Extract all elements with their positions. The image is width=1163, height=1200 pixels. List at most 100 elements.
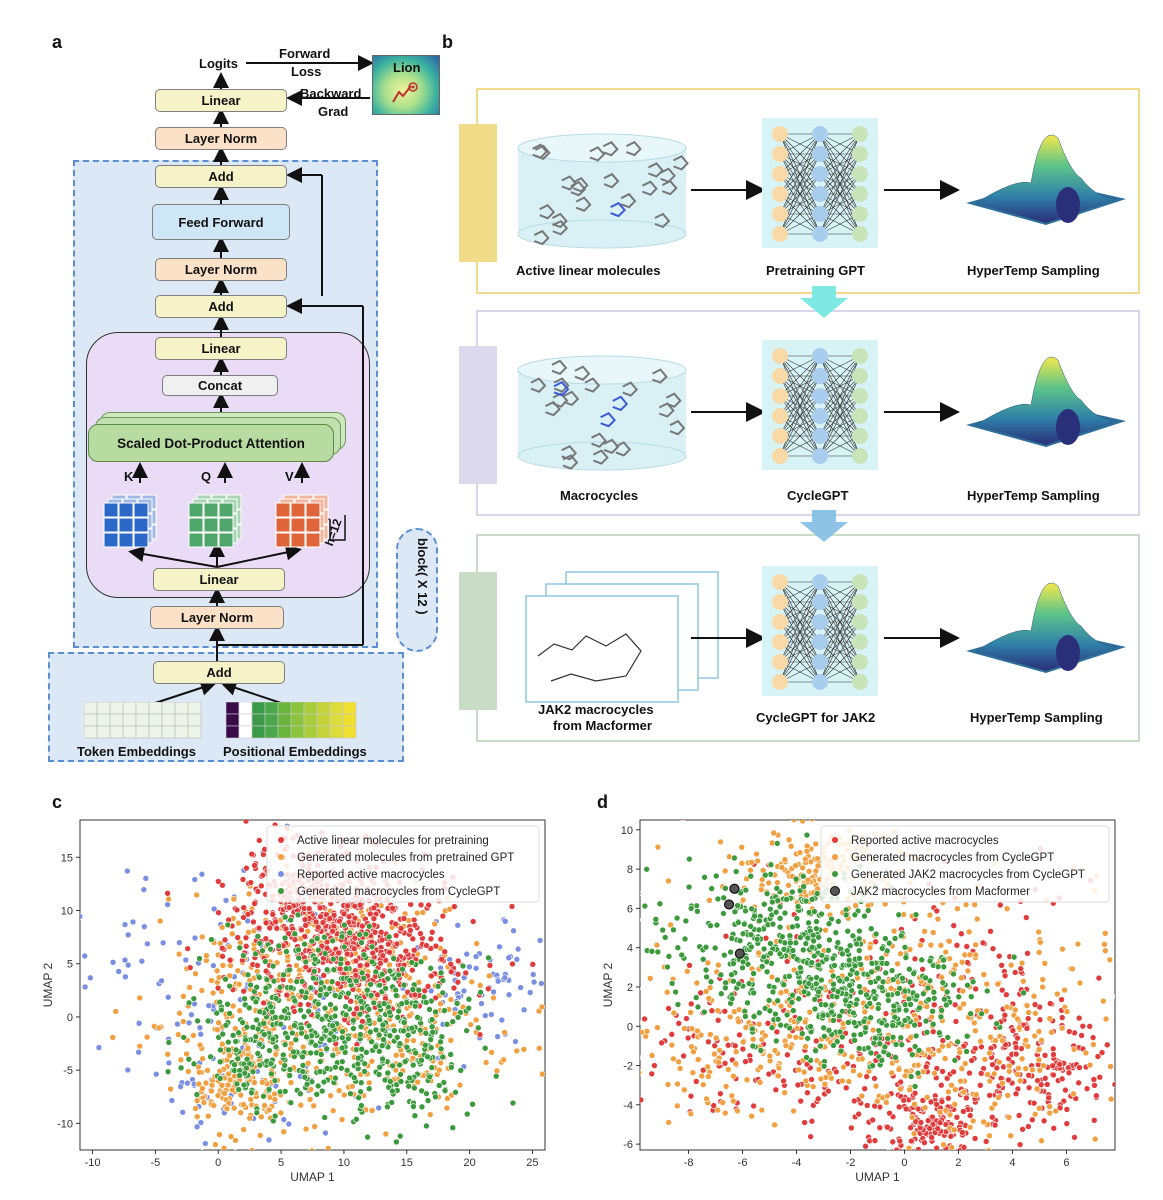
- scatter-point: [658, 1039, 665, 1047]
- scatter-point: [943, 988, 951, 996]
- scatter-point: [956, 1049, 964, 1056]
- grid-cell: [203, 502, 219, 518]
- scatter-point: [772, 1010, 779, 1018]
- scatter-point: [789, 888, 796, 896]
- scatter-point: [1003, 1003, 1011, 1011]
- network-node: [772, 674, 788, 690]
- positional-cell: [316, 713, 331, 727]
- molecule-fragment: [553, 377, 570, 393]
- scatter-point: [878, 945, 886, 952]
- add-mid-box: Add: [155, 295, 287, 318]
- scatter-point: [447, 996, 455, 1003]
- scatter-point: [404, 1031, 412, 1039]
- scatter-point: [843, 975, 851, 983]
- scatter-point: [414, 1014, 421, 1021]
- scatter-point: [651, 1062, 658, 1069]
- grid-cell: [218, 502, 234, 518]
- scatter-point: [326, 915, 334, 922]
- scatter-point: [501, 974, 509, 982]
- scatter-point: [799, 872, 807, 880]
- scatter-point: [1025, 1123, 1032, 1130]
- scatter-point: [240, 952, 247, 959]
- surface-peak: [975, 356, 1117, 446]
- scatter-point: [1012, 1044, 1020, 1051]
- scatter-point: [405, 1082, 413, 1090]
- network-node: [812, 146, 828, 162]
- scatter-point: [910, 970, 917, 977]
- scatter-point: [682, 917, 690, 925]
- scatter-point: [386, 1008, 393, 1016]
- scatter-point: [472, 1016, 480, 1024]
- scatter-point: [795, 995, 803, 1003]
- scatter-point: [750, 989, 757, 997]
- scatter-point: [935, 1047, 943, 1054]
- scatter-point: [392, 986, 399, 994]
- scatter-point: [417, 958, 425, 966]
- scatter-point: [1033, 1085, 1041, 1093]
- scatter-point: [676, 1065, 684, 1072]
- network-node: [772, 186, 788, 202]
- scatter-point: [465, 1004, 472, 1012]
- scatter-point: [252, 998, 260, 1006]
- scatter-point: [747, 866, 754, 874]
- scatter-point: [972, 941, 979, 949]
- molecule-fragment: [660, 167, 676, 183]
- scatter-point: [379, 1055, 386, 1063]
- scatter-point: [640, 1055, 642, 1060]
- positional-cell: [264, 725, 279, 739]
- molecule-fragment: [574, 365, 591, 381]
- scatter-point: [715, 1058, 722, 1066]
- scatter-point: [348, 1083, 356, 1090]
- scatter-point: [753, 935, 761, 943]
- scatter-point: [680, 820, 686, 822]
- scatter-point: [370, 915, 378, 922]
- scatter-point: [346, 929, 354, 937]
- token-cell: [174, 725, 189, 739]
- panel-label-c: c: [52, 792, 63, 812]
- scatter-point: [687, 905, 695, 912]
- scatter-point: [963, 1048, 970, 1055]
- scatter-point: [361, 1060, 368, 1067]
- token-cell: [135, 713, 150, 727]
- scatter-point: [1040, 1062, 1047, 1070]
- scatter-point: [337, 955, 345, 963]
- network-node: [772, 428, 788, 444]
- scatter-point: [950, 1068, 957, 1076]
- scatter-point: [240, 914, 247, 921]
- network-node: [812, 126, 828, 142]
- scatter-point: [200, 1099, 208, 1106]
- scatter-point: [396, 1132, 404, 1140]
- scatter-point: [314, 1082, 322, 1090]
- grid-cell: [275, 517, 291, 533]
- scatter-point: [1122, 1022, 1128, 1028]
- scatter-point: [448, 1163, 454, 1169]
- scatter-point: [793, 1024, 801, 1032]
- scatter-point: [986, 1049, 993, 1057]
- scatter-point: [338, 933, 346, 940]
- scatter-point: [342, 1011, 350, 1019]
- grid-cell: [103, 502, 119, 518]
- scatter-point: [281, 913, 289, 921]
- scatter-point: [934, 963, 942, 971]
- scatter-point: [862, 1024, 870, 1031]
- scatter-point: [769, 920, 777, 928]
- scatter-point: [894, 1151, 900, 1157]
- scatter-point: [378, 970, 386, 978]
- scatter-point: [702, 988, 710, 995]
- scatter-point: [704, 959, 712, 967]
- token-cell: [161, 725, 176, 739]
- scatter-point: [839, 950, 846, 958]
- scatter-point: [250, 1155, 256, 1161]
- scatter-point: [626, 1015, 632, 1021]
- scatter-point: [775, 1072, 782, 1080]
- molecule-fragment: [669, 419, 686, 436]
- scatter-point: [247, 1096, 255, 1103]
- scatter-point: [897, 950, 904, 958]
- scatter-point: [196, 1041, 204, 1049]
- scatter-point: [632, 1038, 638, 1044]
- scatter-point: [509, 960, 516, 968]
- scatter-point: [199, 1085, 206, 1092]
- scatter-point: [757, 1063, 764, 1071]
- scatter-point: [417, 930, 424, 937]
- scatter-point: [141, 923, 148, 930]
